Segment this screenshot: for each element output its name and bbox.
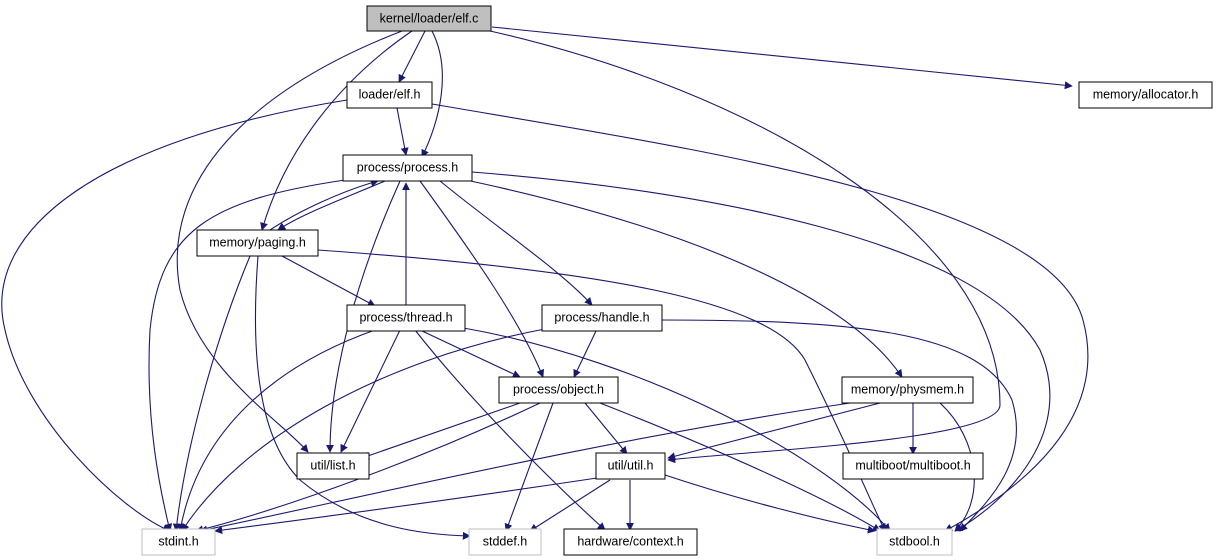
edge-root-util <box>489 30 1001 464</box>
edge-loaderelf-stdint <box>1 99 348 532</box>
node-label: util/util.h <box>608 458 654 472</box>
edge-paging-thread <box>281 255 376 307</box>
node-memory-physmem-h[interactable]: memory/physmem.h <box>841 376 974 404</box>
node-process-process-h[interactable]: process/process.h <box>342 154 473 182</box>
edge-thread-stdint <box>177 329 376 532</box>
node-label: stdint.h <box>158 534 198 548</box>
edge-util-stdbool <box>664 474 876 534</box>
edge-thread-object <box>419 329 521 378</box>
node-memory-allocator-h[interactable]: memory/allocator.h <box>1078 81 1213 109</box>
node-process-object-h[interactable]: process/object.h <box>498 376 619 404</box>
node-memory-paging-h[interactable]: memory/paging.h <box>196 229 319 257</box>
node-label: util/list.h <box>310 458 355 472</box>
node-label: process/thread.h <box>359 310 452 324</box>
edge-util-stddef <box>529 479 611 532</box>
edge-loaderelf-stdbool <box>431 103 1089 532</box>
edge-object-stdbool <box>599 402 881 532</box>
node-label: memory/physmem.h <box>851 382 964 396</box>
node-label: memory/allocator.h <box>1093 87 1199 101</box>
edge-paging-stdint <box>172 255 251 532</box>
node-process-thread-h[interactable]: process/thread.h <box>346 304 466 332</box>
node-util-util-h[interactable]: util/util.h <box>595 452 666 480</box>
edge-object-list <box>361 402 521 460</box>
node-label: multiboot/multiboot.h <box>855 458 970 472</box>
edge-util-stdint <box>214 477 598 535</box>
edge-process-physmem <box>465 179 903 378</box>
edge-process-paging <box>277 180 386 231</box>
edge-thread-list <box>340 329 401 453</box>
node-label: stddef.h <box>483 534 528 548</box>
edge-root-loader-elf <box>398 30 426 83</box>
node-label: stdbool.h <box>889 534 940 548</box>
edge-process-stdint <box>148 179 346 532</box>
edge-process-handle <box>439 180 593 306</box>
node-util-list-h[interactable]: util/list.h <box>296 452 370 480</box>
dependency-edges <box>1 26 1089 540</box>
node-process-handle-h[interactable]: process/handle.h <box>541 304 663 332</box>
edge-root-list <box>176 30 403 453</box>
edge-thread-stdbool <box>457 326 891 532</box>
node-hardware-context-h[interactable]: hardware/context.h <box>563 528 698 556</box>
node-label: memory/paging.h <box>209 235 306 249</box>
edge-root-allocator <box>491 26 1073 90</box>
node-label: process/object.h <box>513 382 604 396</box>
node-label: hardware/context.h <box>577 534 683 548</box>
node-multiboot-multiboot-h[interactable]: multiboot/multiboot.h <box>842 452 984 480</box>
edge-handle-stdbool <box>659 319 1017 532</box>
node-label: process/process.h <box>357 160 458 174</box>
edge-handle-stdint <box>181 328 546 532</box>
edge-handle-object <box>573 330 597 378</box>
edge-physmem-stdint <box>199 402 851 534</box>
edge-root-process <box>421 30 443 158</box>
edge-process-stdbool <box>471 171 1051 532</box>
node-loader-elf-h[interactable]: loader/elf.h <box>346 81 433 109</box>
file-nodes: kernel/loader/elf.c loader/elf.h memory/… <box>141 5 1213 556</box>
edge-object-stddef <box>504 402 554 532</box>
edge-object-stdint <box>195 402 541 534</box>
edge-loaderelf-process <box>396 107 409 156</box>
node-label: loader/elf.h <box>359 87 421 101</box>
edge-paging-stddef <box>254 255 471 540</box>
edge-object-util <box>584 402 628 455</box>
node-stddef-h[interactable]: stddef.h <box>468 528 542 556</box>
edge-root-paging <box>260 30 413 231</box>
edge-physmem-util <box>667 402 881 461</box>
edge-paging-process <box>269 179 379 231</box>
node-label: kernel/loader/elf.c <box>380 11 479 25</box>
node-stdint-h[interactable]: stdint.h <box>141 528 216 556</box>
edge-process-object <box>419 180 545 378</box>
node-kernel-loader-elf-c[interactable]: kernel/loader/elf.c <box>366 5 492 32</box>
node-label: process/handle.h <box>554 310 649 324</box>
node-stdbool-h[interactable]: stdbool.h <box>876 528 953 556</box>
